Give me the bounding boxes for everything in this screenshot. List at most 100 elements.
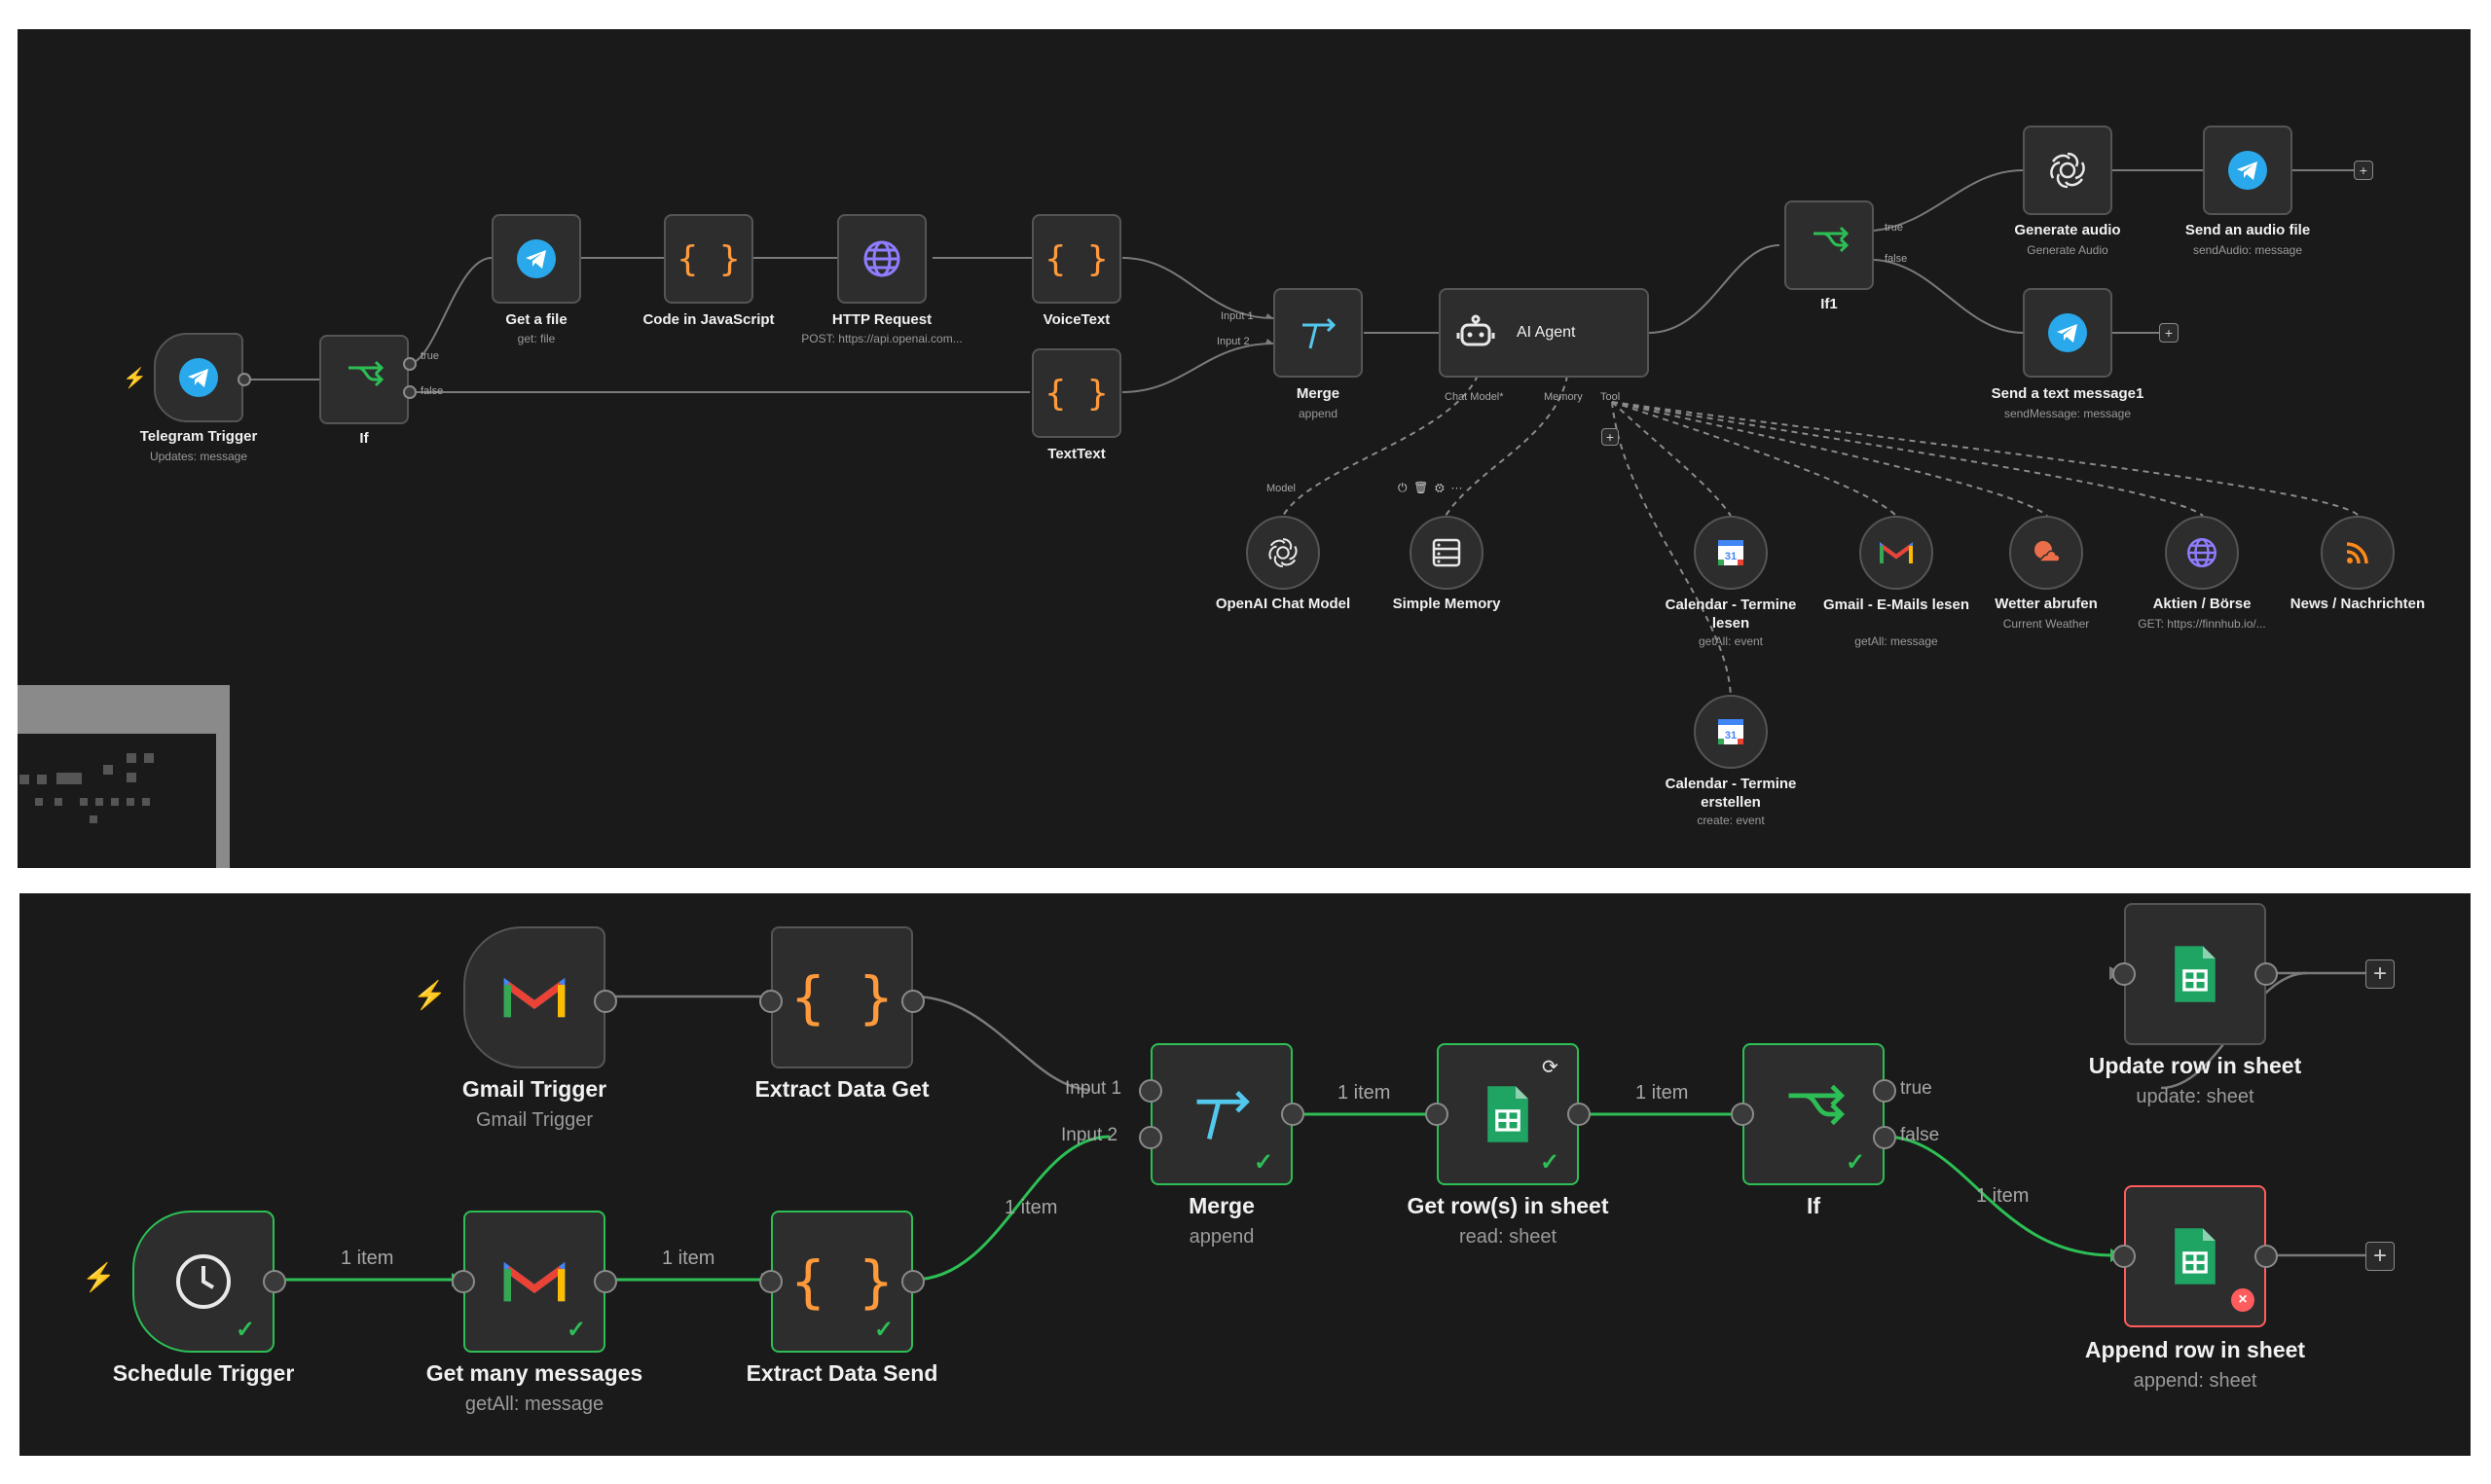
node-label: Code in JavaScript bbox=[642, 311, 775, 328]
node-calendar-termine-erstellen[interactable]: 31 bbox=[1694, 695, 1768, 769]
node-subtitle: read: sheet bbox=[1458, 1226, 1557, 1248]
node-http-request[interactable] bbox=[837, 214, 927, 304]
success-check-icon: ✓ bbox=[1846, 1149, 1866, 1176]
node-texttext[interactable]: { } bbox=[1032, 348, 1121, 438]
telegram-icon bbox=[2048, 313, 2087, 352]
node-label: Generate audio bbox=[2014, 222, 2121, 238]
if-branch-icon bbox=[1813, 226, 1850, 253]
node-label: Get row(s) in sheet bbox=[1407, 1193, 1609, 1218]
output-port[interactable] bbox=[2254, 1245, 2278, 1268]
output-port[interactable] bbox=[238, 373, 251, 386]
node-merge[interactable] bbox=[1273, 288, 1363, 378]
node-openai-chat-model[interactable] bbox=[1246, 516, 1320, 590]
node-extract-data-get[interactable]: { } bbox=[771, 926, 913, 1068]
add-node-button[interactable]: + bbox=[2365, 1242, 2395, 1271]
node-subtitle: Updates: message bbox=[149, 450, 248, 463]
code-braces-icon: { } bbox=[790, 1249, 894, 1315]
input-port-1[interactable] bbox=[1139, 1079, 1162, 1103]
workflow-canvas-top[interactable]: ⚡ Telegram Trigger Updates: message true… bbox=[18, 29, 2471, 868]
node-update-row-in-sheet[interactable] bbox=[2124, 903, 2266, 1045]
minimap[interactable] bbox=[18, 685, 230, 868]
output-port[interactable] bbox=[2254, 962, 2278, 986]
output-port[interactable] bbox=[594, 990, 617, 1013]
node-subtitle: Current Weather bbox=[2002, 617, 2090, 631]
database-icon bbox=[1432, 538, 1461, 567]
output-port-true[interactable] bbox=[1873, 1079, 1896, 1103]
google-calendar-icon: 31 bbox=[1718, 719, 1743, 744]
add-node-button[interactable]: + bbox=[2354, 161, 2373, 180]
telegram-icon bbox=[2228, 151, 2267, 190]
svg-text:31: 31 bbox=[1725, 730, 1737, 742]
add-node-button[interactable]: + bbox=[2365, 959, 2395, 989]
workflow-canvas-bottom[interactable]: ⚡ Gmail Trigger Gmail Trigger { } Extrac… bbox=[19, 893, 2471, 1456]
output-port[interactable] bbox=[901, 1270, 925, 1293]
node-label: Get many messages bbox=[425, 1360, 643, 1386]
node-subtitle: POST: https://api.openai.com... bbox=[801, 332, 963, 345]
node-subtitle: getAll: message bbox=[1854, 634, 1938, 648]
node-news-nachrichten[interactable] bbox=[2321, 516, 2395, 590]
port-label-false: false bbox=[421, 385, 444, 397]
openai-icon bbox=[1268, 538, 1298, 567]
node-get-many-messages[interactable] bbox=[463, 1211, 605, 1353]
node-calendar-termine-lesen[interactable]: 31 bbox=[1694, 516, 1768, 590]
success-check-icon: ✓ bbox=[1540, 1149, 1560, 1176]
input-port[interactable] bbox=[759, 1270, 783, 1293]
input-port-2[interactable] bbox=[1139, 1126, 1162, 1149]
node-label: Gmail Trigger bbox=[461, 1076, 607, 1102]
node-code-in-javascript[interactable]: { } bbox=[664, 214, 753, 304]
input-port[interactable] bbox=[452, 1270, 475, 1293]
google-sheets-icon bbox=[2175, 946, 2216, 1002]
port-label-tool: Tool bbox=[1600, 391, 1621, 403]
node-toolbar-icons[interactable]: ⏻ 🗑 ⚙ ⋯ bbox=[1398, 481, 1463, 494]
output-port[interactable] bbox=[1567, 1103, 1591, 1126]
output-port[interactable] bbox=[901, 990, 925, 1013]
port-label-input2: Input 2 bbox=[1061, 1125, 1118, 1145]
success-check-icon: ✓ bbox=[236, 1317, 256, 1343]
node-label: Gmail - E-Mails lesen bbox=[1822, 597, 1970, 613]
add-tool-button[interactable]: + bbox=[1601, 428, 1619, 446]
node-generate-audio[interactable] bbox=[2023, 126, 2112, 215]
add-node-button[interactable]: + bbox=[2159, 323, 2179, 343]
node-voicetext[interactable]: { } bbox=[1032, 214, 1121, 304]
input-port[interactable] bbox=[759, 990, 783, 1013]
node-send-text-message1[interactable] bbox=[2023, 288, 2112, 378]
output-port-false[interactable] bbox=[1873, 1126, 1896, 1149]
node-get-a-file[interactable] bbox=[492, 214, 581, 304]
node-subtitle: GET: https://finnhub.io/... bbox=[2138, 617, 2266, 631]
node-label: Aktien / Börse bbox=[2152, 596, 2252, 612]
input-port[interactable] bbox=[2112, 1245, 2136, 1268]
node-if[interactable] bbox=[1742, 1043, 1885, 1185]
node-gmail-emails-lesen[interactable] bbox=[1859, 516, 1933, 590]
gmail-icon bbox=[503, 1261, 566, 1302]
input-port[interactable] bbox=[1425, 1103, 1448, 1126]
output-port[interactable] bbox=[1281, 1103, 1304, 1126]
refresh-icon[interactable]: ⟳ bbox=[1542, 1057, 1558, 1078]
node-extract-data-send[interactable]: { } bbox=[771, 1211, 913, 1353]
node-send-audio-file[interactable] bbox=[2203, 126, 2292, 215]
node-ai-agent[interactable]: AI Agent bbox=[1439, 288, 1649, 378]
input-port[interactable] bbox=[1731, 1103, 1754, 1126]
node-schedule-trigger[interactable] bbox=[132, 1211, 275, 1353]
output-port[interactable] bbox=[594, 1270, 617, 1293]
node-if[interactable] bbox=[319, 335, 409, 424]
node-telegram-trigger[interactable] bbox=[154, 333, 243, 422]
node-merge[interactable] bbox=[1151, 1043, 1293, 1185]
node-label: Send a text message1 bbox=[1991, 385, 2144, 402]
node-aktien-boerse[interactable] bbox=[2165, 516, 2239, 590]
output-port-false[interactable] bbox=[403, 385, 417, 399]
output-port-true[interactable] bbox=[403, 357, 417, 371]
node-gmail-trigger[interactable] bbox=[463, 926, 605, 1068]
node-label: Calendar - Termine lesen bbox=[1665, 597, 1797, 632]
merge-icon bbox=[1196, 1091, 1250, 1140]
port-label-true: true bbox=[1885, 222, 1903, 234]
node-label: If bbox=[1806, 1193, 1821, 1218]
port-label-memory: Memory bbox=[1544, 391, 1583, 403]
output-port[interactable] bbox=[263, 1270, 286, 1293]
node-label: Merge bbox=[1189, 1193, 1255, 1218]
node-label: News / Nachrichten bbox=[2290, 596, 2426, 612]
node-if1[interactable] bbox=[1784, 200, 1874, 290]
node-wetter-abrufen[interactable] bbox=[2009, 516, 2083, 590]
input-port[interactable] bbox=[2112, 962, 2136, 986]
port-label-input2: Input 2 bbox=[1217, 336, 1250, 347]
node-simple-memory[interactable] bbox=[1410, 516, 1484, 590]
